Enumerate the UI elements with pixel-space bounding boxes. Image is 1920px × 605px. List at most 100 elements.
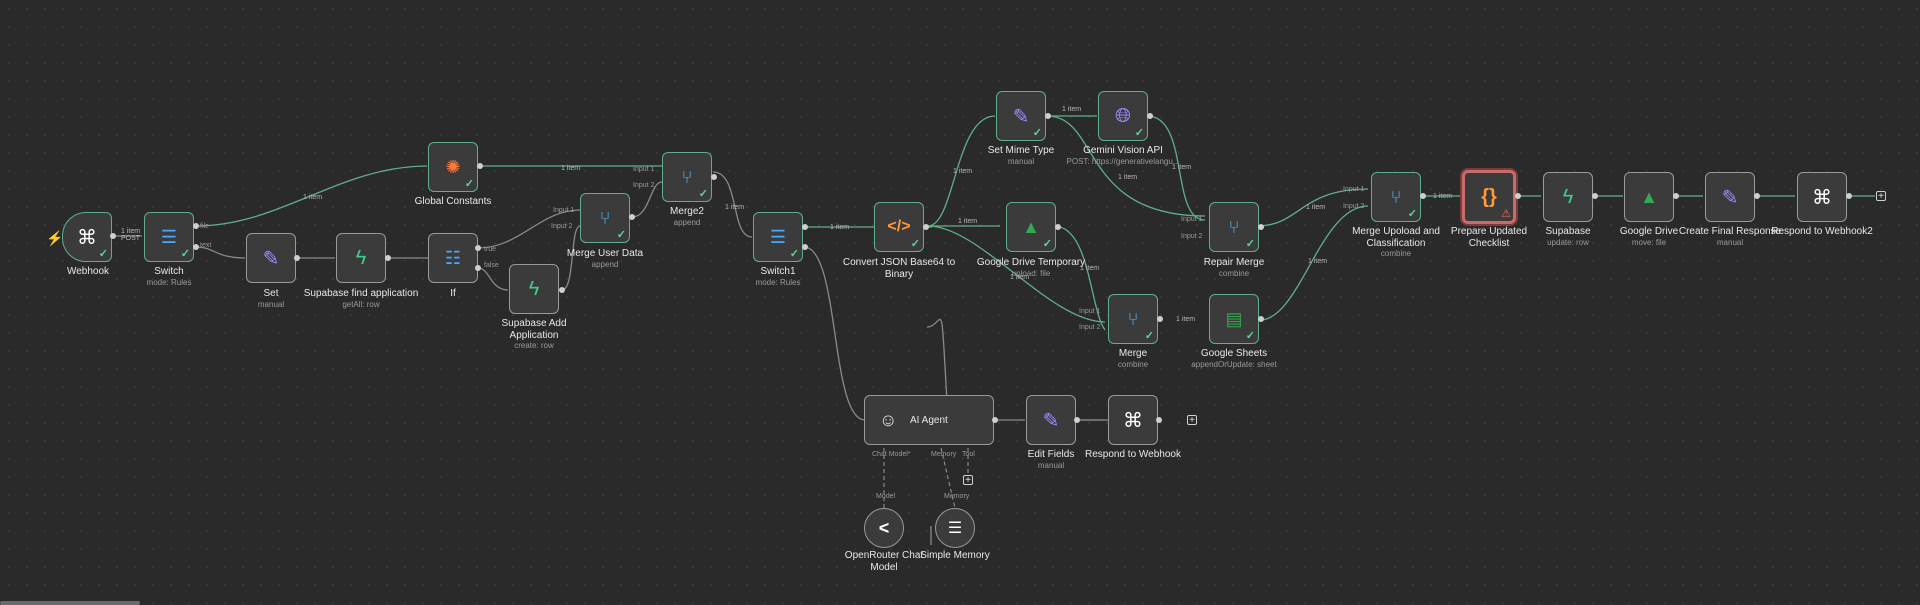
input-label: Input 2: [551, 223, 573, 230]
node-ai-agent[interactable]: ☺ AI Agent: [864, 395, 994, 445]
edge-label: 1 item: [303, 194, 323, 201]
node-subtitle: append: [591, 260, 619, 269]
success-check-icon: ✓: [464, 178, 474, 190]
edge-label: 1 item: [958, 218, 978, 225]
edge: [1146, 115, 1206, 221]
node-respond-to-webhook2[interactable]: ⌘: [1797, 172, 1847, 222]
edge-label: 1 item: [1010, 274, 1030, 281]
node-set-mime-type[interactable]: ✎✓: [996, 91, 1046, 141]
edge-label: 1 item: [1118, 174, 1138, 181]
success-check-icon: ✓: [1407, 208, 1417, 220]
edge: [195, 246, 246, 259]
node-title: Respond to Webhook: [1085, 449, 1181, 460]
node-subtitle: getAll: row: [342, 300, 380, 309]
edge: [927, 115, 996, 227]
node-title: Webhook: [66, 266, 110, 277]
node-title: Simple Memory: [920, 550, 990, 561]
success-check-icon: ✓: [698, 188, 708, 200]
node-title: Global Constants: [414, 196, 492, 207]
edge-label: 1 item: [1176, 316, 1196, 323]
node-title: Set Mime Type: [987, 145, 1055, 156]
supabase-icon: ϟ: [355, 246, 367, 269]
edge: [927, 225, 1106, 323]
node-supabase[interactable]: ϟ: [1543, 172, 1593, 222]
node-subtitle: manual: [1037, 461, 1065, 470]
node-gemini-vision-api[interactable]: 🌐︎✓: [1098, 91, 1148, 141]
node-title: Create Final Response: [1678, 226, 1782, 237]
pencil-icon: ✎: [1721, 186, 1739, 209]
node-title: Convert JSON Base64 to Binary: [842, 257, 956, 280]
node-respond-to-webhook[interactable]: ⌘: [1108, 395, 1158, 445]
pencil-icon: ✎: [1012, 105, 1030, 128]
node-merge-user-data[interactable]: ⑂✓: [580, 193, 630, 243]
success-check-icon: ✓: [1245, 238, 1255, 250]
success-check-icon: ✓: [98, 248, 108, 260]
success-check-icon: ✓: [616, 229, 626, 241]
edge: [926, 318, 949, 421]
edge: [477, 267, 509, 291]
add-node-button[interactable]: +: [1876, 191, 1886, 202]
node-subtitle: move: file: [1631, 238, 1667, 247]
webhook-icon: ⌘: [1812, 186, 1832, 209]
node-title: AI Agent: [910, 415, 948, 426]
sub-port-label: Model: [876, 493, 896, 500]
edge-label: 1 item: [1306, 204, 1326, 211]
output-label: file: [200, 223, 209, 230]
node-switch1[interactable]: ☰✓: [753, 212, 803, 262]
node-title: Supabase Add Application: [501, 318, 567, 341]
node-if[interactable]: ☷: [428, 233, 478, 283]
node-title: Merge: [1118, 348, 1148, 359]
node-subtitle: combine: [1380, 249, 1412, 258]
node-repair-merge[interactable]: ⑂✓: [1209, 202, 1259, 252]
output-label: text: [200, 242, 212, 249]
node-supabase-add[interactable]: ϟ: [509, 264, 559, 314]
node-subtitle: mode: Rules: [755, 278, 801, 287]
node-merge2[interactable]: ⑂✓: [662, 152, 712, 202]
edge: [1259, 205, 1369, 321]
node-prepare-updated-checklist[interactable]: {}⚠: [1462, 170, 1516, 224]
node-simple-memory[interactable]: ☰: [935, 508, 975, 548]
sub-port-label: Memory: [944, 493, 970, 500]
node-subtitle: update: row: [1547, 238, 1589, 247]
input-label: Input 1: [1181, 216, 1203, 223]
node-title: Merge Upoload and Classification: [1352, 226, 1440, 249]
pencil-icon: ✎: [1042, 409, 1060, 432]
node-subtitle: manual: [1716, 238, 1744, 247]
node-google-sheets[interactable]: ▤✓: [1209, 294, 1259, 344]
node-edit-fields[interactable]: ✎: [1026, 395, 1076, 445]
success-check-icon: ✓: [1144, 330, 1154, 342]
node-subtitle: appendOrUpdate: sheet: [1191, 360, 1277, 369]
openrouter-icon: <: [878, 517, 890, 538]
node-merge[interactable]: ⑂✓: [1108, 294, 1158, 344]
input-label: Input 1: [1343, 186, 1365, 193]
robot-icon: ☺: [879, 409, 898, 430]
success-check-icon: ✓: [789, 248, 799, 260]
node-merge-upload-classification[interactable]: ⑂✓: [1371, 172, 1421, 222]
node-google-drive-temporary[interactable]: ▲✓: [1006, 202, 1056, 252]
node-title: Supabase find application: [303, 288, 419, 299]
merge-icon: ⑂: [1228, 216, 1240, 237]
success-check-icon: ✓: [1042, 238, 1052, 250]
input-label: Input 2: [1079, 324, 1101, 331]
node-subtitle: mode: Rules: [146, 278, 192, 287]
edge-label: 1 item: [1308, 258, 1328, 265]
edge-label: 1 item: [725, 204, 745, 211]
horizontal-scrollbar[interactable]: [0, 601, 140, 605]
node-supabase-find[interactable]: ϟ: [336, 233, 386, 283]
add-tool-button[interactable]: +: [963, 475, 973, 486]
node-switch[interactable]: ☰✓: [144, 212, 194, 262]
node-title: Google Drive: [1619, 226, 1679, 237]
input-label: Input 1: [633, 166, 655, 173]
node-create-final-response[interactable]: ✎: [1705, 172, 1755, 222]
node-global-constants[interactable]: ✺✓: [428, 142, 478, 192]
node-openrouter-chat-model[interactable]: <: [864, 508, 904, 548]
node-subtitle: combine: [1218, 269, 1250, 278]
node-google-drive[interactable]: ▲: [1624, 172, 1674, 222]
if-icon: ☷: [444, 247, 462, 268]
node-convert-json[interactable]: </>✓: [874, 202, 924, 252]
node-webhook[interactable]: ⌘✓: [62, 212, 112, 262]
add-node-button[interactable]: +: [1187, 415, 1197, 426]
node-title: Prepare Updated Checklist: [1450, 226, 1528, 249]
node-title: Gemini Vision API: [1083, 145, 1163, 156]
node-set[interactable]: ✎: [246, 233, 296, 283]
